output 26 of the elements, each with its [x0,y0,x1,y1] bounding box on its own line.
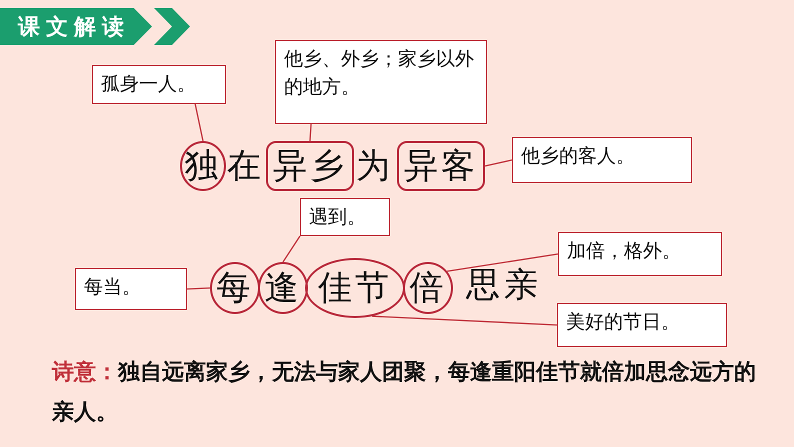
circled-text: 异乡 [266,141,354,191]
circled-text: 独 [180,141,226,191]
note-box: 遇到。 [300,198,390,236]
leader-line [447,253,558,272]
note-box: 每当。 [75,268,187,310]
circled-text: 每 [210,262,260,314]
note-box: 美好的节日。 [557,303,727,347]
leader-line [309,124,312,142]
note-box: 加倍，格外。 [558,232,722,276]
poem-text: 在 [227,145,265,188]
leader-line [186,287,210,290]
note-box: 他乡的客人。 [512,137,692,183]
note-box: 孤身一人。 [92,65,226,104]
leader-line [194,104,204,142]
circled-text: 倍 [403,262,453,314]
circled-text: 佳节 [305,258,405,318]
note-box: 他乡、外乡；家乡以外的地方。 [275,40,487,124]
circled-text: 异客 [397,141,485,191]
poem-text: 思亲 [464,264,543,307]
poem-text: 为 [356,145,394,188]
section-banner: 课文解读 [0,8,152,45]
leader-line [484,159,512,167]
leader-line [282,236,301,262]
circled-text: 逢 [258,262,308,314]
leader-line [372,316,558,326]
poem-meaning-text: 诗意：独自远离家乡，无法与家人团聚，每逢重阳佳节就倍加思念远方的亲人。 [52,358,757,427]
